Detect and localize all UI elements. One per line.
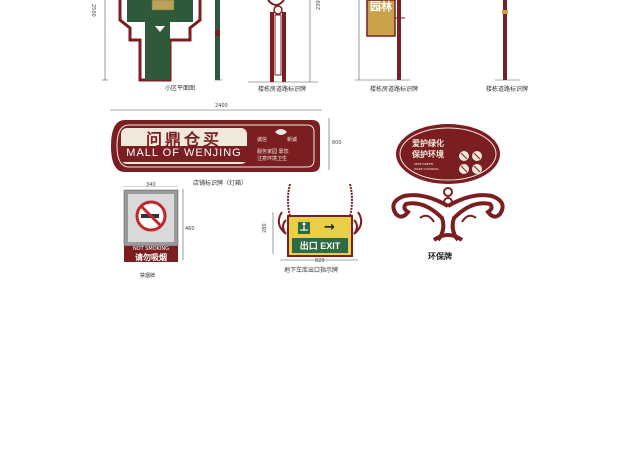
shop-sign-title-en: MALL OF WENJING bbox=[126, 147, 242, 159]
eco-sign-small1: KEEP GREEN bbox=[414, 162, 433, 166]
no-smoking-dim-right: 460 bbox=[185, 226, 195, 232]
thin-road-sign-post bbox=[495, 0, 525, 85]
exit-arrow-icon: → bbox=[324, 220, 335, 235]
no-smoking-sign-drawing bbox=[123, 185, 184, 262]
shop-sign-title-cn: 问鼎仓买 bbox=[145, 130, 222, 149]
no-smoking-sign: NOT SMOKING 请勿吸烟 bbox=[120, 185, 190, 270]
building-road-sign-caption-1: 楼栋房道路标识牌 bbox=[258, 86, 307, 93]
exit-sign-caption: 地下车库出口指示牌 bbox=[284, 267, 339, 274]
eco-sign-line1: 爱护绿化 bbox=[412, 138, 444, 148]
garden-sign-text: 园林 bbox=[370, 0, 392, 13]
exit-sign-text: 出口 EXIT bbox=[299, 241, 341, 251]
shop-sign-small-top-left: 诚信 bbox=[257, 137, 268, 143]
no-smoking-caption: 禁烟牌 bbox=[140, 273, 156, 279]
thin-road-sign-post-drawing bbox=[495, 0, 520, 81]
community-map-sign bbox=[100, 0, 235, 95]
dimension-label-left: 2500 bbox=[90, 4, 96, 17]
eco-sign-caption: 环保牌 bbox=[428, 252, 452, 261]
road-sign-caption: 楼栋道路标识牌 bbox=[486, 86, 529, 93]
exit-sign-drawing bbox=[272, 183, 363, 261]
garden-sign-post: 园林 bbox=[355, 0, 415, 85]
garden-sign-post-drawing bbox=[355, 0, 410, 81]
exit-sign: → 出口 EXIT bbox=[268, 182, 363, 262]
community-map-caption: 小区平面图 bbox=[165, 85, 196, 92]
eco-sign-drawing bbox=[391, 124, 505, 242]
eco-sign-line2: 保护环境 bbox=[412, 149, 444, 159]
exit-sign-dim-left: 280 bbox=[262, 223, 268, 233]
no-smoking-label-en: NOT SMOKING bbox=[132, 246, 170, 252]
shop-sign-dim-right: 600 bbox=[332, 140, 342, 146]
community-map-sign-drawing bbox=[102, 0, 222, 82]
shop-sign-dim-top: 2400 bbox=[215, 103, 228, 109]
shop-sign-frame bbox=[110, 109, 330, 172]
shop-sign-small-line1: 服务家园 靠您 bbox=[257, 149, 289, 155]
no-smoking-label-cn: 请勿吸烟 bbox=[135, 252, 167, 262]
eco-sign-small2: MAKE CLEANING bbox=[414, 167, 439, 171]
building-road-sign-caption-2: 楼栋房道路标识牌 bbox=[370, 86, 419, 93]
shop-sign-caption: 店铺标识牌（灯箱） bbox=[193, 180, 248, 187]
shop-sign-small-top-right: 新诚 bbox=[287, 137, 298, 143]
shop-sign: 问鼎仓买 MALL OF WENJING 诚信 新诚 服务家园 靠您 注意环境卫… bbox=[107, 108, 337, 178]
building-road-sign-post-drawing bbox=[248, 0, 318, 83]
dimension-label-mid: 2300 bbox=[316, 0, 322, 10]
no-smoking-dim-top: 340 bbox=[146, 182, 156, 188]
exit-sign-dim-bottom: 820 bbox=[315, 258, 325, 264]
eco-sign: 爱护绿化 保护环境 KEEP GREEN MAKE CLEANING bbox=[384, 122, 514, 250]
shop-sign-small-line2: 注意环境卫生 bbox=[257, 156, 288, 162]
building-road-sign-post bbox=[248, 0, 328, 90]
